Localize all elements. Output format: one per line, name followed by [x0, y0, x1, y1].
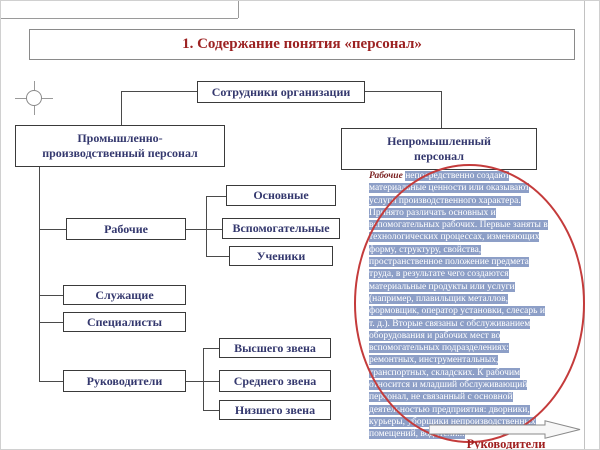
connector-line — [203, 381, 219, 382]
node-manager-lower-level: Низшего звена — [219, 400, 331, 420]
top-guide-tick — [238, 1, 239, 18]
node-workers: Рабочие — [66, 218, 186, 240]
connector-line — [121, 91, 122, 125]
node-nonindustrial-line1: Непромышленный — [387, 134, 491, 148]
footer-managers-label: Руководители — [466, 437, 546, 450]
node-nonindustrial-line2: персонал — [414, 149, 464, 163]
slide-right-edge — [584, 1, 585, 449]
node-managers: Руководители — [63, 370, 186, 392]
connector-line — [206, 196, 226, 197]
connector-line — [39, 381, 63, 382]
node-industrial-line2: производственный персонал — [42, 146, 198, 160]
node-specialists: Специалисты — [63, 312, 186, 332]
node-worker-type-main-label: Основные — [253, 188, 309, 202]
node-worker-type-auxiliary-label: Вспомогательные — [232, 221, 330, 235]
connector-line — [203, 410, 219, 411]
connector-line — [441, 91, 442, 128]
crosshair-mark — [26, 90, 42, 106]
connector-line — [206, 256, 229, 257]
top-guide-line — [1, 18, 238, 19]
node-root-label: Сотрудники организации — [211, 84, 351, 99]
node-managers-label: Руководители — [86, 373, 163, 388]
note-lead-word: Рабочие — [369, 171, 403, 181]
connector-line — [39, 167, 40, 381]
connector-line — [186, 229, 206, 230]
node-manager-top-level-label: Высшего звена — [234, 340, 316, 355]
node-manager-top-level: Высшего звена — [219, 338, 331, 358]
node-nonindustrial-personnel: Непромышленный персонал — [341, 128, 537, 170]
workers-definition-note: Рабочие непосредственно создают материал… — [369, 170, 552, 441]
node-manager-middle-level: Среднего звена — [219, 370, 331, 392]
node-root: Сотрудники организации — [197, 81, 365, 103]
node-worker-type-main: Основные — [226, 185, 336, 206]
right-block-arrow — [429, 420, 581, 439]
node-industrial-line1: Промышленно- — [77, 131, 163, 145]
connector-line — [186, 381, 203, 382]
connector-line — [365, 91, 441, 92]
connector-line — [39, 295, 63, 296]
connector-line — [203, 348, 204, 411]
note-highlighted-text: непосредственно создают материальные цен… — [369, 171, 548, 440]
connector-line — [39, 229, 66, 230]
node-clerks: Служащие — [63, 285, 186, 305]
slide-title-box: 1. Содержание понятия «персонал» — [29, 29, 575, 60]
connector-line — [39, 322, 63, 323]
node-worker-type-apprentices-label: Ученики — [256, 248, 306, 263]
connector-line — [203, 348, 219, 349]
node-worker-type-apprentices: Ученики — [229, 246, 333, 266]
node-industrial-personnel: Промышленно- производственный персонал — [15, 125, 225, 167]
connector-line — [206, 196, 207, 256]
slide-title: 1. Содержание понятия «персонал» — [182, 36, 422, 52]
node-workers-label: Рабочие — [104, 221, 148, 236]
node-specialists-label: Специалисты — [86, 314, 163, 329]
connector-line — [121, 91, 197, 92]
node-worker-type-auxiliary: Вспомогательные — [222, 218, 340, 239]
node-manager-lower-level-label: Низшего звена — [234, 402, 316, 417]
node-manager-middle-level-label: Среднего звена — [233, 373, 317, 388]
connector-line — [206, 229, 223, 230]
node-clerks-label: Служащие — [95, 287, 154, 302]
